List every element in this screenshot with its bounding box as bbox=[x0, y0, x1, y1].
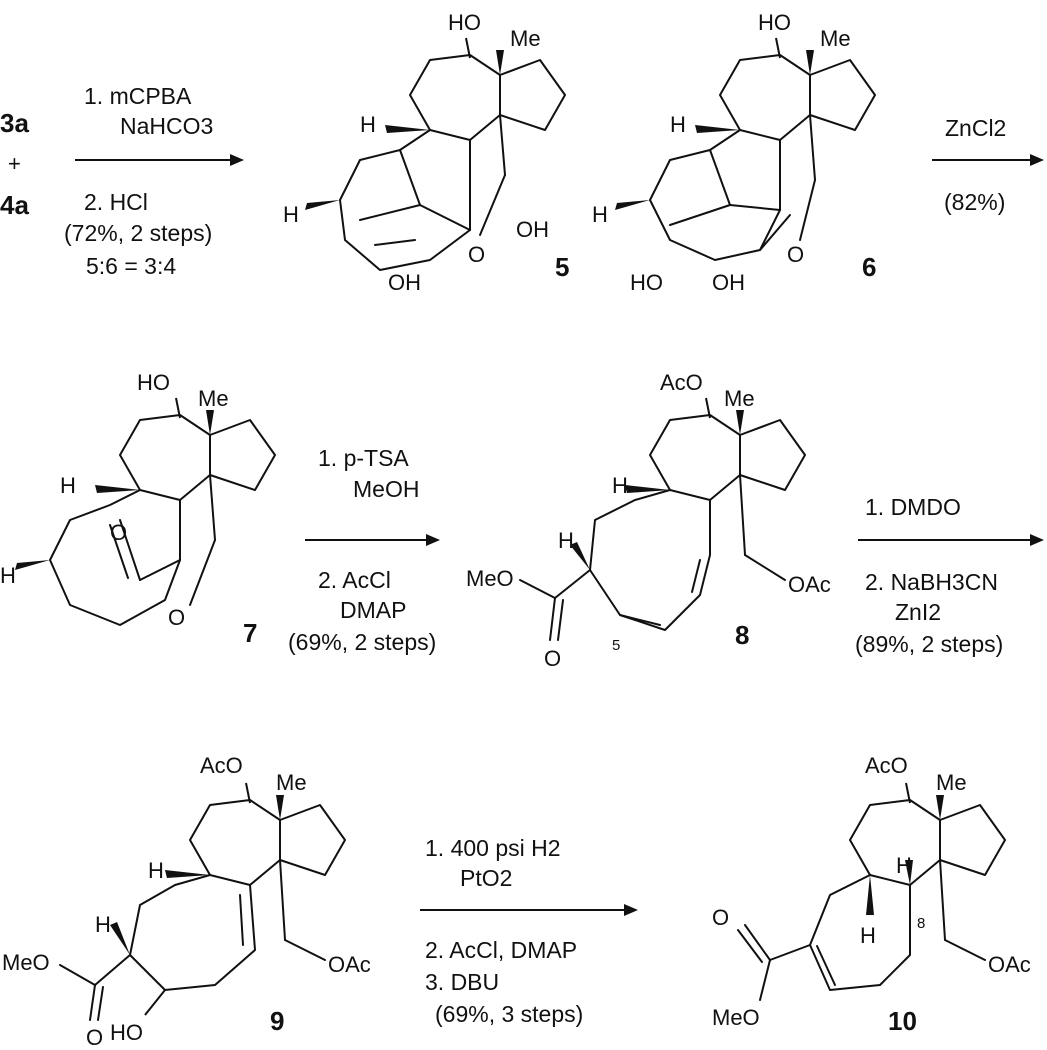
arrow5-reagent-4: 3. DBU bbox=[425, 969, 499, 995]
c8-H2: H bbox=[558, 528, 574, 553]
c7-O-ring: O bbox=[168, 605, 185, 630]
starting-materials: 3a + 4a bbox=[0, 108, 29, 220]
c9-HO: HO bbox=[110, 1020, 143, 1045]
arrow3-head bbox=[426, 534, 440, 546]
arrow3-yield: (69%, 2 steps) bbox=[288, 629, 436, 655]
c8-H1: H bbox=[612, 473, 628, 498]
arrow4-yield: (89%, 2 steps) bbox=[855, 631, 1003, 657]
arrow1-reagent-1: 1. mCPBA bbox=[84, 83, 192, 109]
arrow3-reagent-2: MeOH bbox=[353, 476, 419, 502]
c8-Me: Me bbox=[724, 386, 755, 411]
arrow1-yield: (72%, 2 steps) bbox=[64, 220, 212, 246]
arrow1-head bbox=[230, 154, 244, 166]
c5-OH-b: OH bbox=[516, 217, 549, 242]
reaction-arrow-2: ZnCl2 (82%) bbox=[932, 115, 1044, 215]
c5-H2: H bbox=[283, 202, 299, 227]
reaction-arrow-3: 1. p-TSA MeOH 2. AcCl DMAP (69%, 2 steps… bbox=[288, 445, 440, 655]
c7-O-ketone: O bbox=[110, 520, 127, 545]
c10-O: O bbox=[712, 905, 729, 930]
c8-OAc: OAc bbox=[788, 572, 831, 597]
c10-Me: Me bbox=[936, 770, 967, 795]
c5-O: O bbox=[468, 242, 485, 267]
reaction-arrow-1: 1. mCPBA NaHCO3 2. HCl (72%, 2 steps) 5:… bbox=[64, 83, 244, 279]
compound-10-number: 10 bbox=[888, 1006, 917, 1036]
compound-9: AcO Me H H MeO O HO OAc 9 bbox=[2, 753, 371, 1050]
c9-H1: H bbox=[148, 858, 164, 883]
compound-7-number: 7 bbox=[243, 618, 257, 648]
compound-3a-label: 3a bbox=[0, 108, 29, 138]
reaction-arrow-5: 1. 400 psi H2 PtO2 2. AcCl, DMAP 3. DBU … bbox=[420, 835, 638, 1027]
arrow2-reagent: ZnCl2 bbox=[945, 115, 1006, 141]
c8-O: O bbox=[544, 646, 561, 671]
compound-8: AcO Me H H MeO O OAc 5 8 bbox=[466, 370, 831, 671]
arrow5-head bbox=[624, 904, 638, 916]
compound-7: HO Me H H O O 7 bbox=[0, 370, 276, 648]
compound-5: HO Me H H OH O OH 5 bbox=[283, 10, 569, 295]
arrow3-reagent-1: 1. p-TSA bbox=[318, 445, 409, 471]
c8-MeO: MeO bbox=[466, 566, 514, 591]
compound-8-number: 8 bbox=[735, 620, 749, 650]
c5-Me: Me bbox=[510, 26, 541, 51]
c6-O: O bbox=[787, 242, 804, 267]
arrow5-reagent-1: 1. 400 psi H2 bbox=[425, 835, 561, 861]
c6-Me: Me bbox=[820, 26, 851, 51]
arrow4-reagent-1: 1. DMDO bbox=[865, 494, 961, 520]
c6-HO-b: HO bbox=[630, 270, 663, 295]
arrow1-reagent-3: 2. HCl bbox=[84, 189, 148, 215]
arrow5-reagent-2: PtO2 bbox=[460, 865, 512, 891]
c5-OH-a: OH bbox=[388, 270, 421, 295]
compound-4a-label: 4a bbox=[0, 190, 29, 220]
c6-OH-b: OH bbox=[712, 270, 745, 295]
arrow4-head bbox=[1030, 534, 1044, 546]
arrow1-reagent-2: NaHCO3 bbox=[120, 113, 213, 139]
c9-Me: Me bbox=[276, 770, 307, 795]
c7-H1: H bbox=[60, 473, 76, 498]
c5-H1: H bbox=[360, 112, 376, 137]
arrow3-reagent-4: DMAP bbox=[340, 597, 406, 623]
arrow2-yield: (82%) bbox=[944, 189, 1005, 215]
c10-H2: H bbox=[860, 923, 876, 948]
arrow4-reagent-2: 2. NaBH3CN bbox=[865, 569, 998, 595]
c7-Me: Me bbox=[198, 386, 229, 411]
c5-HO: HO bbox=[448, 10, 481, 35]
arrow4-reagent-3: ZnI2 bbox=[895, 599, 941, 625]
arrow5-yield: (69%, 3 steps) bbox=[435, 1001, 583, 1027]
compound-6: HO Me H H O HO OH 6 bbox=[592, 10, 876, 295]
arrow3-reagent-3: 2. AcCl bbox=[318, 567, 391, 593]
c9-OAc: OAc bbox=[328, 952, 371, 977]
compound-5-number: 5 bbox=[555, 252, 569, 282]
compound-6-number: 6 bbox=[862, 252, 876, 282]
c10-OAc: OAc bbox=[988, 952, 1031, 977]
c9-H2: H bbox=[95, 912, 111, 937]
c10-AcO: AcO bbox=[865, 753, 908, 778]
c7-H2: H bbox=[0, 563, 16, 588]
c10-H1: H bbox=[896, 853, 912, 878]
compound-10: AcO Me H H 8 O MeO OAc 10 bbox=[712, 753, 1031, 1036]
c8-AcO: AcO bbox=[660, 370, 703, 395]
c10-MeO: MeO bbox=[712, 1005, 760, 1030]
arrow1-ratio: 5:6 = 3:4 bbox=[86, 253, 176, 279]
c9-AcO: AcO bbox=[200, 753, 243, 778]
compound-9-number: 9 bbox=[270, 1006, 284, 1036]
c10-position-8: 8 bbox=[917, 915, 925, 932]
arrow2-head bbox=[1030, 154, 1044, 166]
c9-O: O bbox=[86, 1025, 103, 1050]
c9-MeO: MeO bbox=[2, 950, 50, 975]
reaction-arrow-4: 1. DMDO 2. NaBH3CN ZnI2 (89%, 2 steps) bbox=[855, 494, 1044, 657]
c6-H2: H bbox=[592, 202, 608, 227]
plus-sign: + bbox=[8, 151, 21, 176]
c6-HO: HO bbox=[758, 10, 791, 35]
c6-H1: H bbox=[670, 112, 686, 137]
c8-position-5: 5 bbox=[612, 637, 620, 654]
arrow5-reagent-3: 2. AcCl, DMAP bbox=[425, 937, 577, 963]
c7-HO: HO bbox=[137, 370, 170, 395]
